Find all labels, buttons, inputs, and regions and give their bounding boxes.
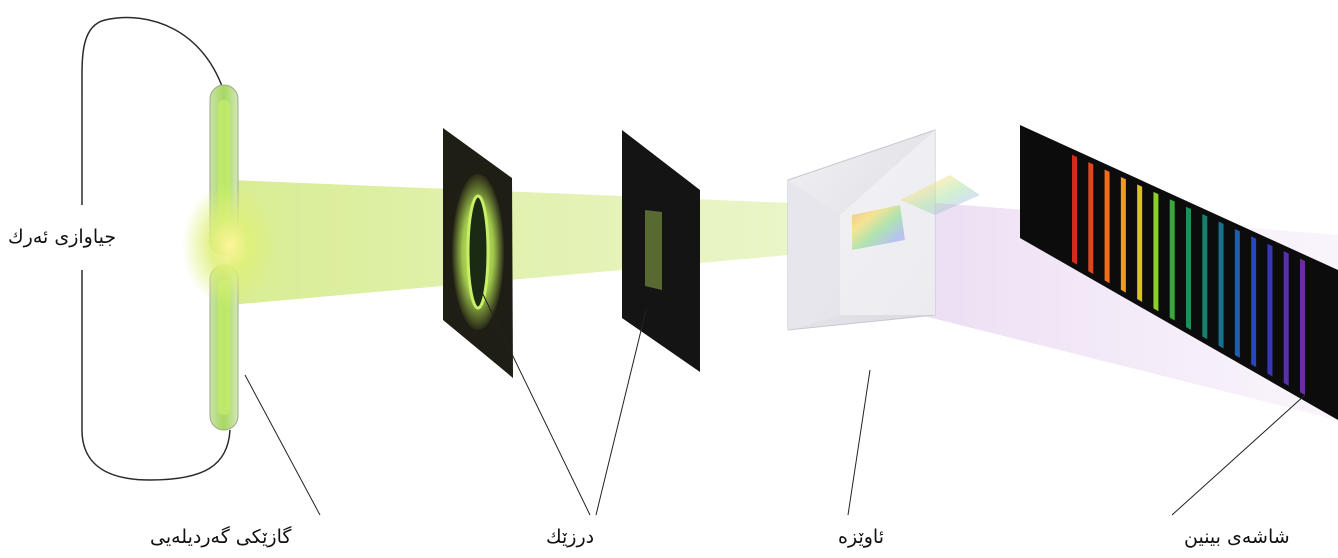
spectral-line — [1153, 192, 1158, 311]
gas-discharge-tube — [182, 85, 278, 430]
spectral-line — [1186, 207, 1191, 330]
spectral-line — [1251, 236, 1256, 367]
spectral-line — [1267, 244, 1272, 377]
spectral-line — [1284, 251, 1289, 386]
pointer-line-slit-1 — [476, 280, 590, 515]
spectral-line — [1202, 214, 1207, 339]
spectral-line — [1072, 155, 1077, 265]
pointer-line-prism — [848, 370, 870, 515]
slits-label: درزێك — [546, 526, 594, 548]
slit-plate-1 — [443, 128, 513, 378]
spectral-line — [1219, 222, 1224, 349]
spectral-line — [1170, 199, 1175, 320]
pointer-line-slit-2 — [596, 310, 646, 515]
pointer-line-screen — [1172, 395, 1305, 515]
spectral-line — [1137, 184, 1142, 301]
spectral-line — [1235, 229, 1240, 358]
light-beam — [230, 180, 845, 305]
spectral-line — [1088, 162, 1093, 274]
spectral-line — [1121, 177, 1126, 293]
voltage-label: جیاوازی ئەرك — [8, 226, 116, 248]
prism-label: ئاوێزە — [838, 526, 884, 548]
pointer-line-tube — [245, 375, 320, 515]
slit-plate-2 — [622, 130, 700, 372]
spectral-line — [1300, 259, 1305, 395]
spectral-line — [1105, 170, 1110, 284]
screen-label: شاشەی بینین — [1184, 526, 1290, 548]
gas-tube-label: گازێکی گەردیلەیی — [150, 526, 291, 548]
